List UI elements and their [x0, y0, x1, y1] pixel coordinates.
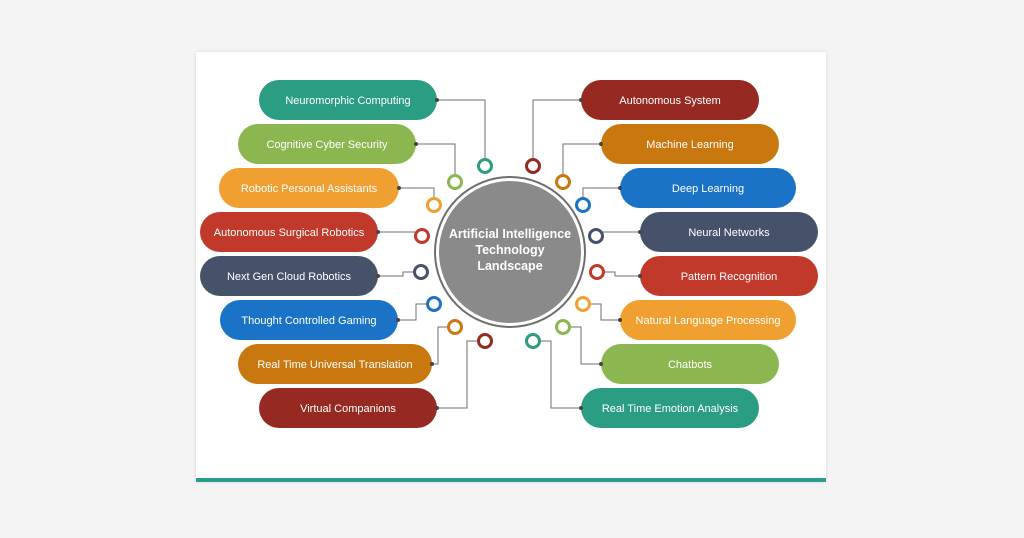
- label-machine-learning: Machine Learning: [646, 139, 733, 151]
- label-real-time-universal-translation: Real Time Universal Translation: [257, 359, 412, 371]
- ring-neural-networks: [588, 228, 604, 244]
- connector-pattern-recognition: [604, 271, 640, 277]
- connector-dot-robotic-personal-assistants: [397, 186, 401, 190]
- ring-real-time-emotion-analysis: [525, 333, 541, 349]
- center-title-line-1: Artificial Intelligence: [449, 227, 571, 241]
- pill-autonomous-system: [581, 80, 759, 120]
- label-cognitive-cyber-security: Cognitive Cyber Security: [266, 139, 388, 151]
- connector-natural-language-processing: [590, 303, 620, 321]
- label-autonomous-surgical-robotics: Autonomous Surgical Robotics: [214, 227, 365, 239]
- ring-real-time-universal-translation: [447, 319, 463, 335]
- connector-thought-controlled-gaming: [398, 303, 427, 321]
- connector-dot-real-time-universal-translation: [430, 362, 434, 366]
- pill-cognitive-cyber-security: [238, 124, 416, 164]
- ring-virtual-companions: [477, 333, 493, 349]
- connector-dot-machine-learning: [599, 142, 603, 146]
- label-neuromorphic-computing: Neuromorphic Computing: [285, 95, 410, 107]
- connector-real-time-emotion-analysis: [540, 340, 581, 409]
- center-circle: [439, 181, 581, 323]
- connector-neuromorphic-computing: [437, 99, 486, 159]
- ring-machine-learning: [555, 174, 571, 190]
- label-natural-language-processing: Natural Language Processing: [636, 315, 781, 327]
- connector-autonomous-system: [532, 99, 581, 159]
- connector-dot-autonomous-system: [579, 98, 583, 102]
- connector-dot-neural-networks: [638, 230, 642, 234]
- connector-chatbots: [570, 326, 601, 365]
- label-real-time-emotion-analysis: Real Time Emotion Analysis: [602, 403, 739, 415]
- connector-dot-pattern-recognition: [638, 274, 642, 278]
- card-accent-bar: [196, 478, 826, 482]
- ring-neuromorphic-computing: [477, 158, 493, 174]
- ring-autonomous-system: [525, 158, 541, 174]
- label-thought-controlled-gaming: Thought Controlled Gaming: [241, 315, 376, 327]
- label-virtual-companions: Virtual Companions: [300, 403, 396, 415]
- pill-chatbots: [601, 344, 779, 384]
- connector-dot-deep-learning: [618, 186, 622, 190]
- ring-chatbots: [555, 319, 571, 335]
- connector-next-gen-cloud-robotics: [378, 271, 414, 277]
- connector-machine-learning: [562, 143, 601, 175]
- pill-machine-learning: [601, 124, 779, 164]
- pill-neuromorphic-computing: [259, 80, 437, 120]
- ring-pattern-recognition: [589, 264, 605, 280]
- ring-natural-language-processing: [575, 296, 591, 312]
- ring-deep-learning: [575, 197, 591, 213]
- ring-cognitive-cyber-security: [447, 174, 463, 190]
- pill-next-gen-cloud-robotics: [200, 256, 378, 296]
- connector-dot-thought-controlled-gaming: [396, 318, 400, 322]
- pill-natural-language-processing: [620, 300, 796, 340]
- connector-dot-natural-language-processing: [618, 318, 622, 322]
- pill-deep-learning: [620, 168, 796, 208]
- label-deep-learning: Deep Learning: [672, 183, 744, 195]
- center-title-line-2: Technology: [475, 243, 544, 257]
- ring-robotic-personal-assistants: [426, 197, 442, 213]
- connector-dot-autonomous-surgical-robotics: [376, 230, 380, 234]
- label-neural-networks: Neural Networks: [688, 227, 770, 239]
- label-robotic-personal-assistants: Robotic Personal Assistants: [241, 183, 378, 195]
- connector-dot-neuromorphic-computing: [435, 98, 439, 102]
- connector-cognitive-cyber-security: [416, 143, 456, 175]
- pill-virtual-companions: [259, 388, 437, 428]
- ring-next-gen-cloud-robotics: [413, 264, 429, 280]
- pill-real-time-emotion-analysis: [581, 388, 759, 428]
- pill-autonomous-surgical-robotics: [200, 212, 378, 252]
- pill-thought-controlled-gaming: [220, 300, 398, 340]
- connector-real-time-universal-translation: [432, 326, 448, 365]
- label-autonomous-system: Autonomous System: [619, 95, 721, 107]
- connector-dot-real-time-emotion-analysis: [579, 406, 583, 410]
- connector-robotic-personal-assistants: [399, 187, 435, 198]
- connector-virtual-companions: [437, 340, 478, 409]
- label-chatbots: Chatbots: [668, 359, 713, 371]
- pill-pattern-recognition: [640, 256, 818, 296]
- connector-dot-virtual-companions: [435, 406, 439, 410]
- ring-autonomous-surgical-robotics: [414, 228, 430, 244]
- pill-real-time-universal-translation: [238, 344, 432, 384]
- center-title-line-3: Landscape: [477, 259, 542, 273]
- pill-neural-networks: [640, 212, 818, 252]
- connector-dot-chatbots: [599, 362, 603, 366]
- label-next-gen-cloud-robotics: Next Gen Cloud Robotics: [227, 271, 352, 283]
- connector-dot-next-gen-cloud-robotics: [376, 274, 380, 278]
- ring-thought-controlled-gaming: [426, 296, 442, 312]
- connector-deep-learning: [582, 187, 620, 198]
- connector-dot-cognitive-cyber-security: [414, 142, 418, 146]
- label-pattern-recognition: Pattern Recognition: [681, 271, 778, 283]
- pill-robotic-personal-assistants: [219, 168, 399, 208]
